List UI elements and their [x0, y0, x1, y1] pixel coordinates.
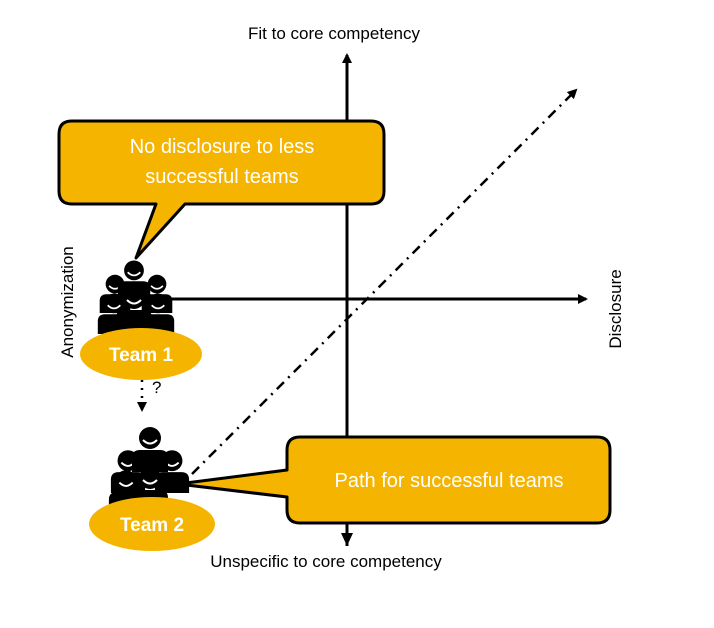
- callout-top-line1: No disclosure to less: [130, 136, 315, 158]
- axis-label-bottom: Unspecific to core competency: [210, 552, 442, 571]
- callout-bottom: Path for successful teams: [176, 435, 612, 525]
- axis-label-left: Anonymization: [58, 246, 77, 358]
- team1-badge: Team 1: [80, 328, 202, 380]
- transition-arrowhead: [137, 402, 147, 412]
- team2-badge: Team 2: [89, 497, 215, 551]
- team1-label: Team 1: [109, 345, 174, 366]
- axis-label-top: Fit to core competency: [248, 24, 420, 43]
- team2-label: Team 2: [120, 515, 184, 536]
- callout-bottom-text: Path for successful teams: [335, 470, 564, 492]
- vertical-axis-bottom-arrow: [341, 533, 353, 546]
- axis-label-right: Disclosure: [606, 269, 625, 348]
- path-arrow: [191, 88, 578, 475]
- callout-top-line2: successful teams: [145, 166, 298, 188]
- team1-icon: [96, 259, 176, 335]
- transition-question-mark: ?: [152, 378, 161, 397]
- callout-top: No disclosure to less successful teams: [57, 119, 386, 260]
